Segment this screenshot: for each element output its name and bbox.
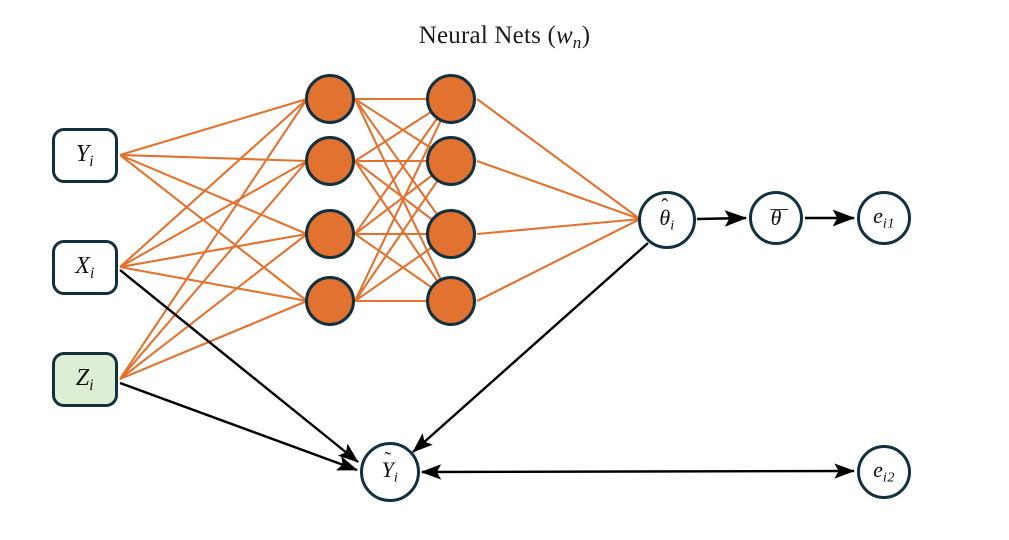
input-box-x-label: Xi (75, 254, 94, 281)
diagram-title: Neural Nets (wn) (0, 22, 1009, 53)
y-tilde-subscript: i (393, 469, 399, 486)
input-x-variable: X (75, 252, 90, 279)
input-box-z-label: Zi (76, 366, 94, 393)
black-arrow-x-to-y-tilde (119, 269, 359, 463)
theta-hat-variable: θ (659, 205, 671, 231)
edges-hidden-layer-2-to-theta-hat (476, 98, 641, 302)
hidden-layer-1-neuron-4[interactable] (305, 276, 355, 326)
hidden-layer-1-neuron-3[interactable] (305, 209, 355, 259)
y-tilde-variable: Y (381, 457, 394, 483)
input-x-subscript: i (89, 264, 95, 282)
input-box-x[interactable]: Xi (52, 240, 118, 295)
node-theta-hat-i-label: ̂θi (659, 207, 674, 233)
black-arrow-y-tilde-to-e-i2 (420, 463, 855, 480)
diagram-title-variable: w (556, 22, 573, 49)
diagram-title-subscript: n (572, 33, 582, 53)
input-box-y[interactable]: Yi (52, 128, 118, 183)
node-e-i2-label: ei2 (873, 459, 895, 485)
diagram-title-suffix: ) (581, 22, 591, 49)
hidden-layer-1-neuron-1[interactable] (305, 74, 355, 124)
node-theta-bar[interactable]: ―θ (749, 191, 803, 245)
e-i2-subscript: i2 (882, 469, 895, 486)
e-i1-subscript: i1 (882, 215, 895, 232)
black-arrow-theta-hat-to-y-tilde (412, 242, 649, 453)
node-theta-hat-i[interactable]: ̂θi (638, 191, 696, 249)
black-arrow-theta-hat-to-theta-bar (696, 210, 748, 227)
input-z-subscript: i (89, 376, 95, 394)
input-box-y-label: Yi (76, 142, 94, 169)
y-tilde-accent-wrap: ˜Y (381, 449, 394, 483)
black-arrow-z-to-y-tilde (119, 381, 358, 472)
diagram-title-prefix: Neural Nets ( (418, 22, 557, 49)
e-i2-variable: e (873, 457, 883, 483)
e-i1-variable: e (873, 203, 883, 229)
node-e-i1[interactable]: ei1 (857, 191, 911, 245)
edges-inputs-to-hidden-layer-1 (119, 97, 308, 380)
hidden-layer-2-neuron-4[interactable] (426, 276, 476, 326)
node-y-tilde-i[interactable]: ˜Yi (360, 442, 420, 502)
hidden-layer-1-neuron-2[interactable] (305, 136, 355, 186)
node-theta-bar-label: ―θ (770, 199, 789, 230)
theta-hat-accent-wrap: ̂θ (659, 207, 670, 229)
hidden-layer-2-neuron-2[interactable] (426, 136, 476, 186)
hidden-layer-2-neuron-1[interactable] (426, 74, 476, 124)
hidden-layer-2-neuron-3[interactable] (426, 209, 476, 259)
node-e-i1-label: ei1 (873, 205, 895, 231)
input-z-variable: Z (75, 364, 90, 391)
input-y-variable: Y (75, 140, 90, 167)
node-y-tilde-i-label: ˜Yi (381, 449, 399, 486)
theta-bar-accent-wrap: ―θ (770, 199, 789, 230)
theta-hat-subscript: i (670, 217, 675, 234)
node-e-i2[interactable]: ei2 (857, 445, 911, 499)
theta-bar-variable: θ (770, 205, 782, 230)
input-y-subscript: i (89, 152, 95, 170)
input-box-z[interactable]: Zi (52, 352, 118, 407)
